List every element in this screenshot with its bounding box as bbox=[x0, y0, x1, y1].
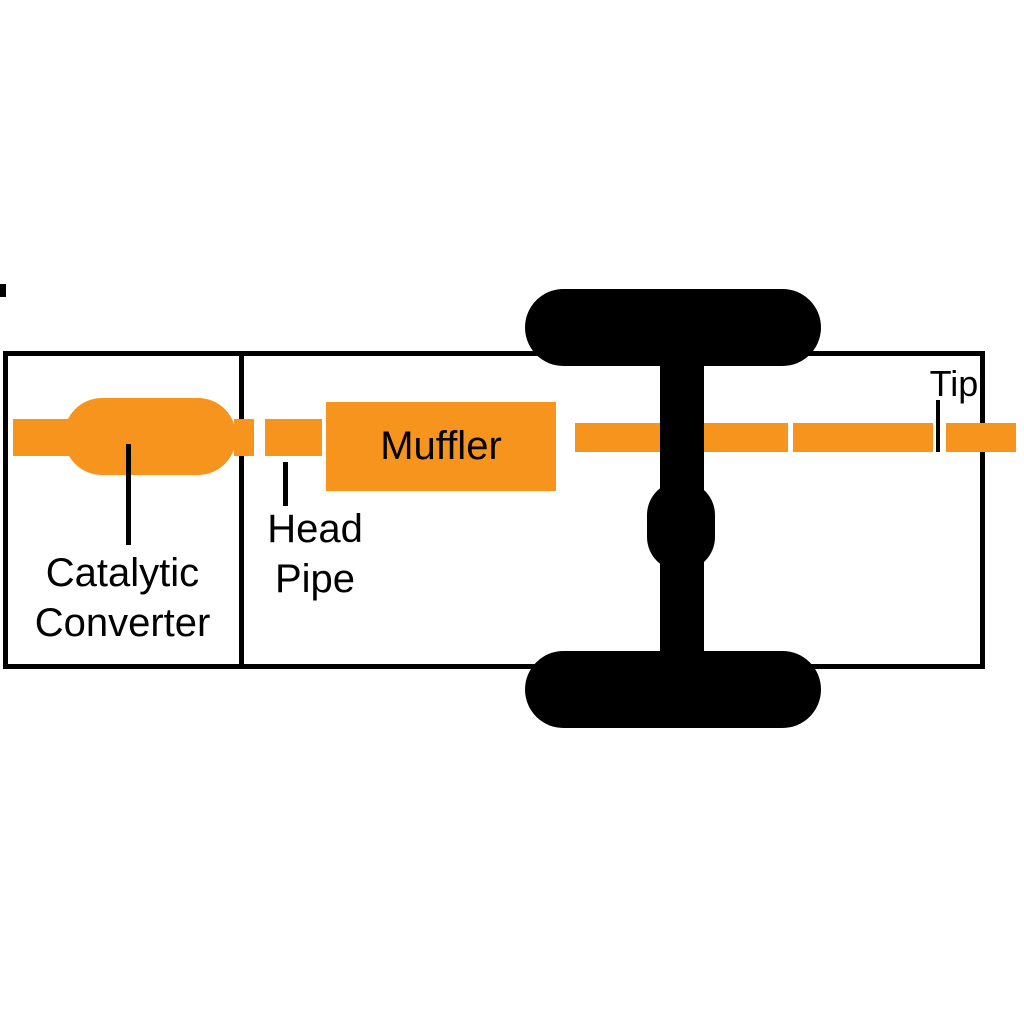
front-pipe bbox=[13, 419, 71, 456]
head-pipe-shape bbox=[265, 419, 322, 456]
tip-pointer-line bbox=[936, 400, 940, 452]
catalytic-converter-label-line2: Converter bbox=[34, 601, 211, 645]
head-pipe-pointer-line bbox=[283, 462, 288, 506]
tip-label: Tip bbox=[929, 363, 979, 404]
converter-outlet-pipe bbox=[234, 419, 254, 456]
muffler-label: Muffler bbox=[380, 424, 502, 468]
tailpipe-segment-2 bbox=[793, 423, 933, 452]
catalytic-converter-label: Catalytic Converter bbox=[10, 548, 235, 648]
exhaust-tip-shape bbox=[946, 423, 1016, 452]
muffler-shape: Muffler bbox=[326, 402, 556, 491]
catalytic-converter-pointer-line bbox=[126, 444, 131, 545]
head-pipe-label: Head Pipe bbox=[245, 504, 385, 604]
vehicle-frame-outline bbox=[3, 351, 985, 669]
left-edge-mark bbox=[0, 284, 6, 297]
frame-divider-line bbox=[239, 351, 244, 669]
head-pipe-label-line1: Head bbox=[267, 507, 363, 551]
differential-housing bbox=[647, 481, 715, 571]
catalytic-converter-shape bbox=[64, 398, 236, 475]
head-pipe-label-line2: Pipe bbox=[274, 557, 356, 601]
catalytic-converter-label-line1: Catalytic bbox=[45, 551, 200, 595]
